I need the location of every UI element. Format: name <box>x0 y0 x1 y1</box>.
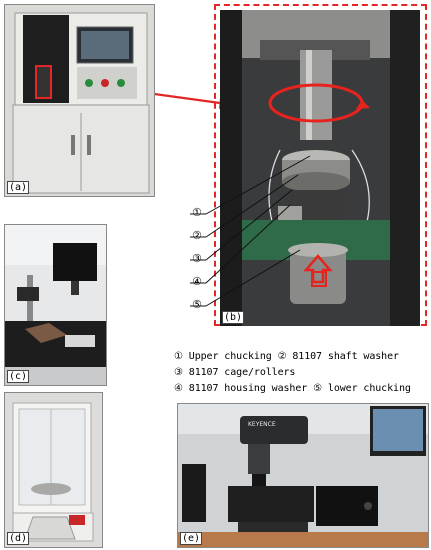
callout-number-3: ③ <box>192 252 202 265</box>
station-illustration <box>5 225 106 385</box>
callout-number-2: ② <box>192 229 202 242</box>
balance-illustration <box>5 393 102 547</box>
keyence-illustration <box>178 404 428 547</box>
panel-label-b: (b) <box>222 311 245 324</box>
callout-number-4: ④ <box>192 275 202 288</box>
photo-panel-d-balance: (d) <box>4 392 103 548</box>
tribometer-illustration <box>5 5 154 196</box>
callout-number-5: ⑤ <box>192 298 202 311</box>
panel-label-d: (d) <box>7 532 30 545</box>
panel-label-e: (e) <box>180 532 203 545</box>
panel-label-c: (c) <box>7 370 30 383</box>
photo-panel-c-microscope-station: (c) <box>4 224 107 386</box>
photo-panel-e-keyence-microscope: KEYENCE (e) <box>177 403 429 548</box>
microscope-brand-label: KEYENCE <box>248 421 276 428</box>
legend-line-1: ① Upper chucking ② 81107 shaft washer <box>174 351 399 362</box>
photo-panel-a-tribometer: (a) <box>4 4 155 197</box>
panel-label-a: (a) <box>7 181 30 194</box>
callout-number-1: ① <box>192 206 202 219</box>
test-head-illustration <box>220 10 420 326</box>
legend-line-2: ③ 81107 cage/rollers <box>174 367 296 378</box>
photo-panel-b-test-head: (b) <box>220 10 420 326</box>
legend-line-3: ④ 81107 housing washer ⑤ lower chucking <box>174 383 411 394</box>
